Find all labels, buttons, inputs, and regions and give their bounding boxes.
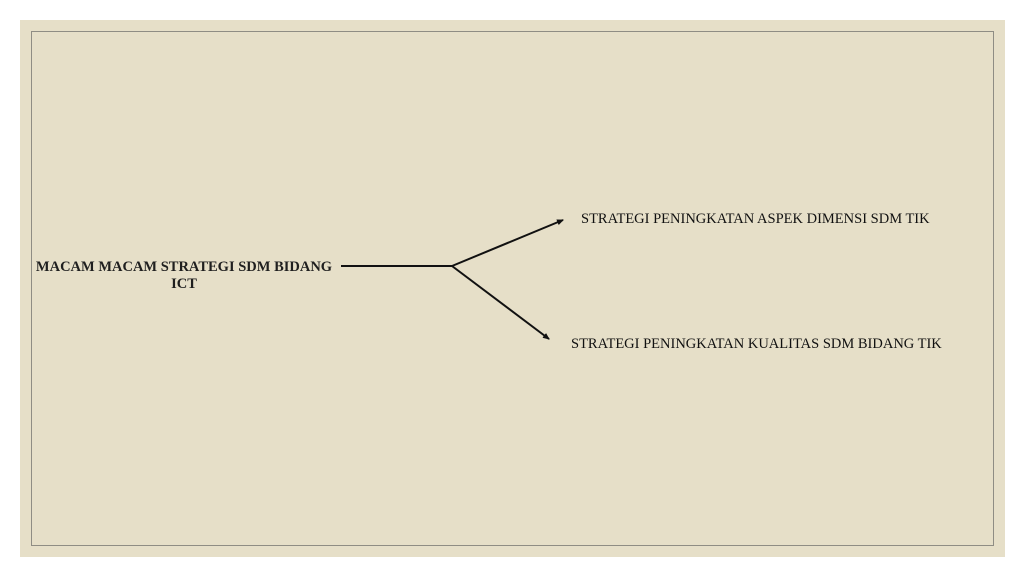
slide: MACAM MACAM STRATEGI SDM BIDANG ICT STRA…	[20, 20, 1005, 557]
root-node-label: MACAM MACAM STRATEGI SDM BIDANG ICT	[35, 259, 333, 292]
arrow-to-branch-top	[451, 219, 564, 267]
branch-label-kualitas: STRATEGI PENINGKATAN KUALITAS SDM BIDANG…	[571, 336, 942, 352]
arrow-to-branch-bottom	[451, 265, 550, 340]
slide-frame	[31, 31, 994, 546]
connector-arrows	[341, 219, 564, 340]
branch-label-aspek-dimensi: STRATEGI PENINGKATAN ASPEK DIMENSI SDM T…	[581, 211, 930, 227]
